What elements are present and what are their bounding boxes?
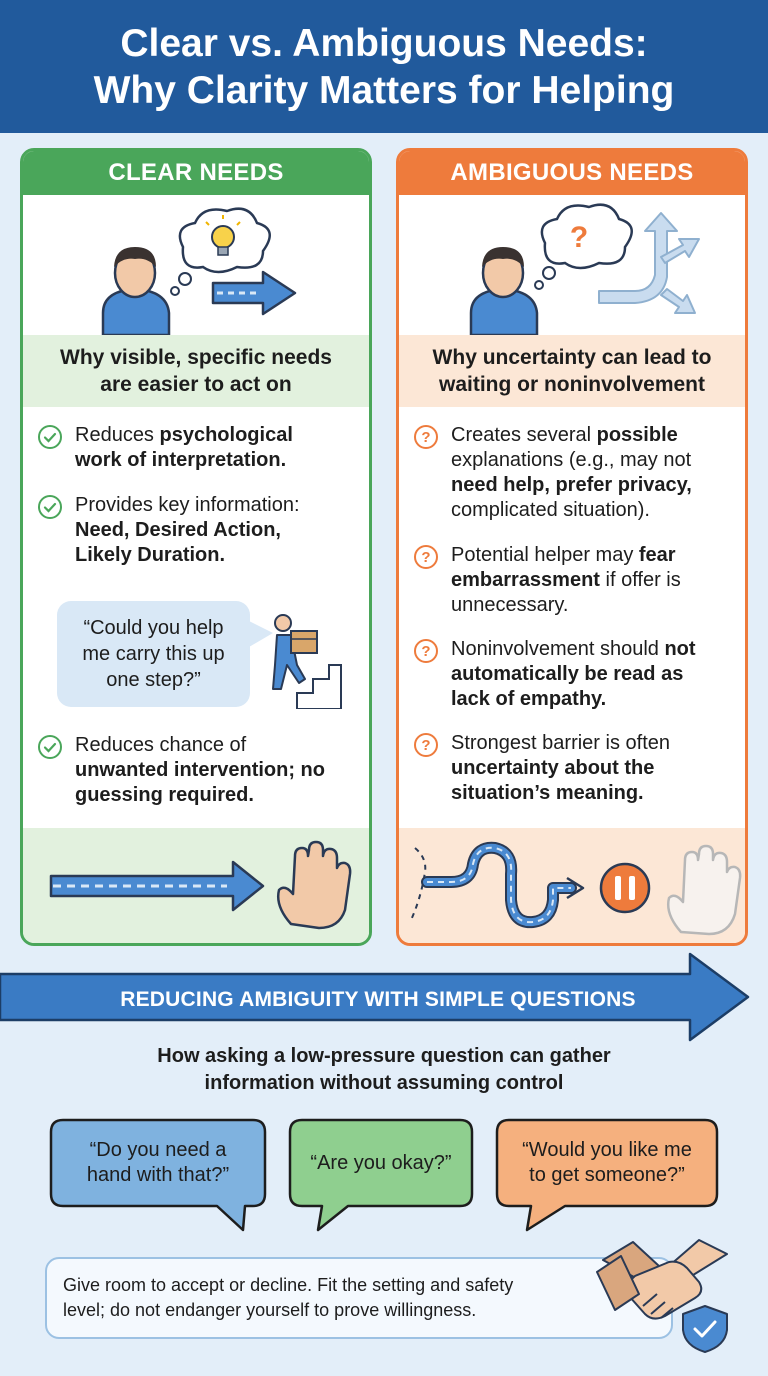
quote-line-1: “Could you help <box>83 617 224 639</box>
question-circle-icon: ? <box>414 425 438 449</box>
page-title-line-1: Clear vs. Ambiguous Needs: <box>120 21 648 65</box>
request-speech-bubble: “Could you help me carry this up one ste… <box>57 601 250 707</box>
shield-check-icon <box>682 1305 728 1353</box>
question-circle-icon: ? <box>414 733 438 757</box>
speech-bubble-shape <box>49 1118 267 1232</box>
ambiguous-list-item: ? Creates several possible explanations … <box>413 423 735 523</box>
question-text: “Would you like me to get someone?” <box>522 1139 692 1186</box>
subheading-line-2: information without assuming control <box>204 1072 564 1094</box>
handshake-shield-icon <box>596 1239 728 1353</box>
thought-bubble-icon <box>534 203 633 290</box>
question-text: “Do you need a hand with that?” <box>86 1139 230 1186</box>
clear-needs-footer-illustration <box>23 828 369 943</box>
check-circle-icon <box>38 425 62 449</box>
ambiguous-item-text: Noninvolvement should not automatically … <box>451 638 696 710</box>
question-bubble-are-you-okay: “Are you okay?” <box>288 1118 474 1232</box>
note-line-1: Give room to accept or decline. Fit the … <box>63 1275 514 1295</box>
page-title-line-2: Why Clarity Matters for Helping <box>93 68 675 112</box>
clear-needs-illustration <box>101 207 297 335</box>
person-carrying-box-icon <box>272 614 342 709</box>
speech-bubble-shape <box>288 1118 474 1232</box>
person-icon <box>469 247 539 335</box>
raised-hand-icon <box>277 840 352 930</box>
ambiguous-item-text: Creates several possible explanations (e… <box>451 424 692 521</box>
svg-text:?: ? <box>421 643 430 660</box>
lightbulb-icon <box>205 215 241 256</box>
clear-item-text: Reduces chance of unwanted intervention;… <box>75 734 325 806</box>
quote-line-3: one step?” <box>106 669 201 691</box>
quote-line-2: me carry this up <box>82 643 225 665</box>
section-banner-arrow <box>0 952 750 1042</box>
question-text: “Are you okay?” <box>310 1151 452 1174</box>
hesitant-hand-icon <box>667 844 742 936</box>
ambiguous-list-item: ? Potential helper may fear embarrassmen… <box>413 543 735 618</box>
forking-arrows-icon <box>598 212 700 314</box>
ambiguous-needs-footer-illustration <box>399 828 745 943</box>
question-bubble-get-someone: “Would you like me to get someone?” <box>495 1118 719 1232</box>
clear-list-item: Reduces chance of unwanted intervention;… <box>37 733 359 808</box>
check-circle-icon <box>38 735 62 759</box>
ambiguous-item-text: Potential helper may fear embarrassment … <box>451 544 681 616</box>
question-circle-icon: ? <box>414 639 438 663</box>
clear-why-line-2: are easier to act on <box>100 373 292 396</box>
svg-text:?: ? <box>421 549 430 566</box>
question-circle-icon: ? <box>414 545 438 569</box>
handshake-icon <box>596 1239 728 1320</box>
ambiguous-needs-heading: AMBIGUOUS NEEDS <box>399 151 745 195</box>
straight-arrow-icon <box>49 860 265 912</box>
clear-list-item: Provides key information: Need, Desired … <box>37 493 359 568</box>
ambiguous-needs-illustration: ? <box>469 203 700 335</box>
ambiguous-why-line-2: waiting or noninvolvement <box>438 373 706 396</box>
person-icon <box>101 247 171 335</box>
clear-needs-subheading: Why visible, specific needs are easier t… <box>23 335 369 407</box>
winding-path-icon <box>410 841 585 929</box>
clear-why-line-1: Why visible, specific needs <box>60 346 332 369</box>
question-bubble-need-hand: “Do you need a hand with that?” <box>49 1118 267 1232</box>
question-mark-icon: ? <box>570 221 588 254</box>
subheading-line-1: How asking a low-pressure question can g… <box>157 1045 611 1067</box>
ambiguous-why-line-1: Why uncertainty can lead to <box>432 346 712 369</box>
safety-note-box: Give room to accept or decline. Fit the … <box>45 1257 673 1339</box>
svg-text:?: ? <box>421 429 430 446</box>
clear-needs-panel: CLEAR NEEDS Why visible, specific needs … <box>20 148 372 946</box>
section-banner-title: REDUCING AMBIGUITY WITH SIMPLE QUESTIONS <box>120 988 636 1011</box>
ambiguous-list-item: ? Noninvolvement should not automaticall… <box>413 637 735 712</box>
clear-item-text: Provides key information: Need, Desired … <box>75 494 300 566</box>
ambiguous-item-text: Strongest barrier is often uncertainty a… <box>451 732 670 804</box>
pause-icon <box>599 862 651 914</box>
ambiguous-needs-panel: AMBIGUOUS NEEDS ? Why uncertainty can le… <box>396 148 748 946</box>
clear-needs-heading: CLEAR NEEDS <box>23 151 369 195</box>
speech-bubble-shape <box>495 1118 719 1232</box>
page-header: Clear vs. Ambiguous Needs: Why Clarity M… <box>0 0 768 133</box>
ambiguous-list-item: ? Strongest barrier is often uncertainty… <box>413 731 735 806</box>
speech-bubble-tail <box>249 621 273 647</box>
arrow-right-icon <box>211 270 297 316</box>
section-subheading: How asking a low-pressure question can g… <box>60 1043 708 1097</box>
clear-list-item: Reduces psychological work of interpreta… <box>37 423 359 473</box>
clear-item-text: Reduces psychological work of interpreta… <box>75 424 293 471</box>
check-circle-icon <box>38 495 62 519</box>
ambiguous-needs-subheading: Why uncertainty can lead to waiting or n… <box>399 335 745 407</box>
note-line-2: level; do not endanger yourself to prove… <box>63 1300 477 1320</box>
svg-text:?: ? <box>421 737 430 754</box>
